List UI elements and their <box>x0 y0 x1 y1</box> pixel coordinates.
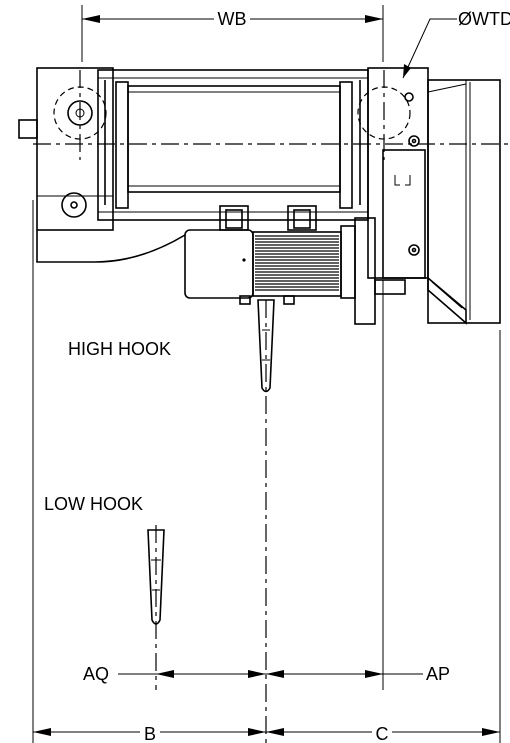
arrowhead-right <box>365 15 383 23</box>
dimension-aq: AQ <box>83 664 266 684</box>
hoist-frame <box>97 69 369 221</box>
dimension-ap: AP <box>266 664 450 684</box>
ap-label: AP <box>426 664 450 684</box>
low-hook <box>147 525 165 690</box>
motor-fins <box>255 235 339 291</box>
left-foot <box>36 230 186 263</box>
wheel-diameter-label: ØWTD <box>458 9 510 29</box>
high-hook-label: HIGH HOOK <box>68 339 171 359</box>
dimension-b: B <box>33 724 266 743</box>
right-end-truck <box>357 67 429 279</box>
c-label: C <box>376 724 389 743</box>
high-hook <box>257 299 275 743</box>
b-label: B <box>144 724 156 743</box>
dimension-wb: WB <box>81 5 384 62</box>
hoist-motor <box>184 205 406 325</box>
dimension-c: C <box>266 724 500 743</box>
wb-label: WB <box>218 9 247 29</box>
trolley-motor <box>427 79 501 325</box>
aq-label: AQ <box>83 664 109 684</box>
left-end-truck <box>18 67 114 231</box>
dimension-wheel-diameter: ØWTD <box>402 9 510 79</box>
arrowhead-left <box>82 15 100 23</box>
hoist-drum <box>127 85 341 193</box>
low-hook-label: LOW HOOK <box>44 494 143 514</box>
